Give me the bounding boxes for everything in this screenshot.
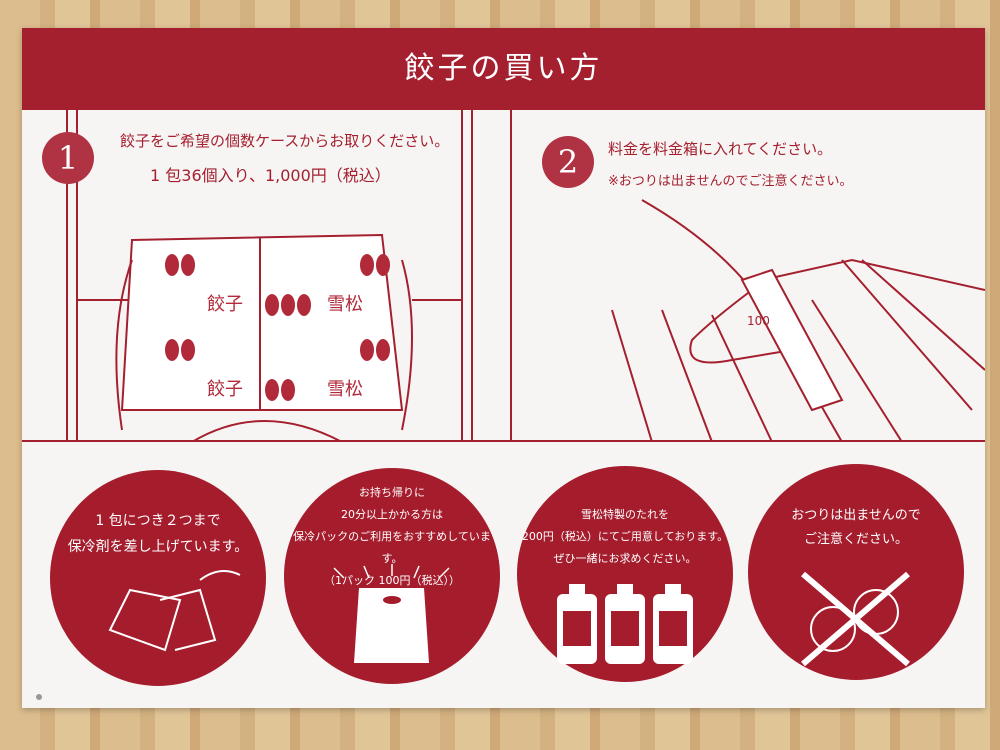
step-number: 1 xyxy=(42,132,94,184)
notice-text: 雪松特製のたれを xyxy=(581,508,669,521)
notice-text: 20分以上かかる方は xyxy=(341,508,443,521)
step-2-panel: 100 2 料金を料金箱に入れてください。 ※おつりは出ませんのでご注意ください… xyxy=(512,110,985,442)
notice-text: 保冷剤を差し上げています。 xyxy=(67,539,249,555)
step-number: 2 xyxy=(542,136,594,188)
no-change-notice: おつりは出ませんので ご注意ください。 xyxy=(748,464,964,680)
notice-text: ぜひ一緒にお求めください。 xyxy=(553,552,697,565)
svg-text:餃子: 餃子 xyxy=(207,379,243,400)
gyoza-package-illustration: 餃子雪松 餃子雪松 xyxy=(66,110,473,442)
step-1-panel: 餃子雪松 餃子雪松 1 餃子をご希望の個数ケースからお取りください。 1 包36… xyxy=(22,110,512,442)
notice-text: 200円（税込）にてご用意しております。 xyxy=(521,530,729,543)
no-coins-icon xyxy=(801,571,910,667)
svg-text:雪松: 雪松 xyxy=(327,294,363,315)
svg-text:餃子: 餃子 xyxy=(207,294,243,315)
coin-label: 100 xyxy=(747,314,770,328)
notice-text: 1 包につき２つまで xyxy=(95,513,221,529)
sauce-notice: 雪松特製のたれを 200円（税込）にてご用意しております。 ぜひ一緒にお求めくだ… xyxy=(517,466,733,682)
notice-text: （1パック 100円（税込）） xyxy=(324,574,460,587)
screw-icon xyxy=(36,694,42,700)
notice-text: お持ち帰りに xyxy=(359,486,425,499)
ice-pack-icon xyxy=(108,570,241,652)
step-2-note: ※おつりは出ませんのでご注意ください。 xyxy=(608,174,853,189)
step-1-price: 1 包36個入り、1,000円（税込） xyxy=(150,166,391,185)
notice-text: おつりは出ませんので xyxy=(791,508,921,523)
instruction-sign: 餃子の買い方 餃子雪松 餃子雪松 1 xyxy=(22,28,985,708)
notice-text: 保冷パックのご利用をおすすめしています。 xyxy=(293,530,491,565)
cooler-bag-notice: お持ち帰りに 20分以上かかる方は 保冷パックのご利用をおすすめしています。 （… xyxy=(284,468,500,684)
cooler-bag-icon xyxy=(333,564,450,663)
payment-box-illustration: 100 xyxy=(611,199,985,442)
sign-title: 餃子の買い方 xyxy=(22,28,985,110)
svg-text:雪松: 雪松 xyxy=(327,379,363,400)
step-2-instruction: 料金を料金箱に入れてください。 xyxy=(608,140,833,158)
sauce-bottles-icon xyxy=(557,584,693,664)
step-1-instruction: 餃子をご希望の個数ケースからお取りください。 xyxy=(120,132,450,150)
ice-pack-notice: 1 包につき２つまで 保冷剤を差し上げています。 xyxy=(50,470,266,686)
notice-text: ご注意ください。 xyxy=(803,532,908,547)
